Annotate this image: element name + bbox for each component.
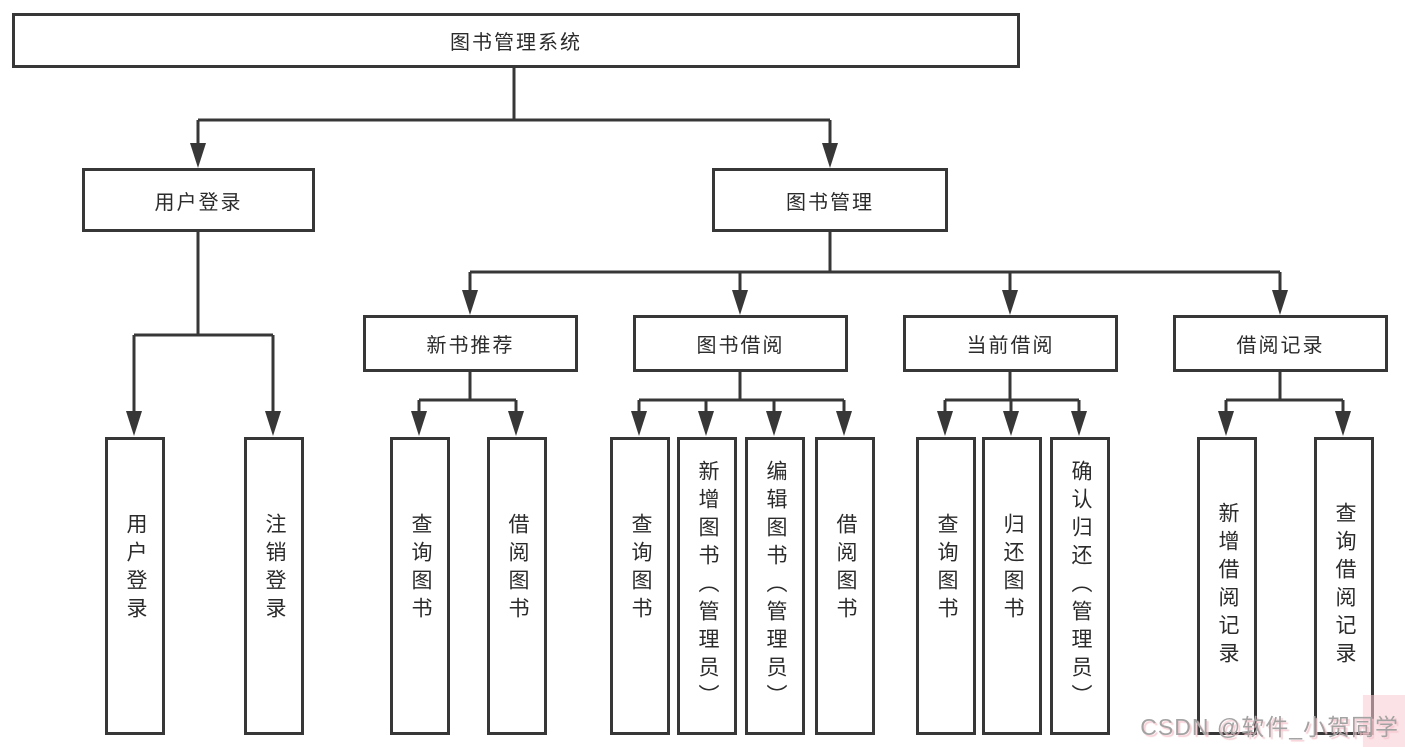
node-root: 图书管理系统 bbox=[12, 13, 1020, 68]
leaf-query-borrow-record-label: 查询借阅记录 bbox=[1333, 502, 1356, 670]
leaf-logout: 注销登录 bbox=[244, 437, 304, 735]
leaf-query-borrow-record: 查询借阅记录 bbox=[1314, 437, 1374, 735]
leaf-add-books-admin: 新增图书（管理员） bbox=[677, 437, 737, 735]
arrowheads bbox=[126, 143, 1351, 436]
leaf-add-borrow-record: 新增借阅记录 bbox=[1197, 437, 1257, 735]
leaf-query-books-current: 查询图书 bbox=[916, 437, 976, 735]
node-current-borrow: 当前借阅 bbox=[903, 315, 1118, 372]
leaf-edit-books-admin-label: 编辑图书（管理员） bbox=[764, 460, 787, 712]
leaf-query-books-current-label: 查询图书 bbox=[935, 513, 958, 625]
leaf-user-login-label: 用户登录 bbox=[124, 513, 147, 625]
leaf-borrow-books-recommend-label: 借阅图书 bbox=[506, 513, 529, 625]
leaf-query-books-borrow: 查询图书 bbox=[610, 437, 670, 735]
leaf-borrow-books-label: 借阅图书 bbox=[834, 513, 857, 625]
leaf-confirm-return-admin: 确认归还（管理员） bbox=[1050, 437, 1110, 735]
node-book-borrow: 图书借阅 bbox=[633, 315, 848, 372]
leaf-add-books-admin-label: 新增图书（管理员） bbox=[696, 460, 719, 712]
leaf-user-login: 用户登录 bbox=[105, 437, 165, 735]
leaf-confirm-return-admin-label: 确认归还（管理员） bbox=[1069, 460, 1092, 712]
node-book-management: 图书管理 bbox=[712, 168, 948, 232]
leaf-return-books: 归还图书 bbox=[982, 437, 1042, 735]
leaf-query-books-borrow-label: 查询图书 bbox=[629, 513, 652, 625]
leaf-query-books-recommend: 查询图书 bbox=[390, 437, 450, 735]
leaf-logout-label: 注销登录 bbox=[263, 513, 286, 625]
node-user-login: 用户登录 bbox=[82, 168, 315, 232]
leaf-borrow-books: 借阅图书 bbox=[815, 437, 875, 735]
leaf-edit-books-admin: 编辑图书（管理员） bbox=[745, 437, 805, 735]
leaf-query-books-recommend-label: 查询图书 bbox=[409, 513, 432, 625]
leaf-return-books-label: 归还图书 bbox=[1001, 513, 1024, 625]
node-borrow-records: 借阅记录 bbox=[1173, 315, 1388, 372]
node-new-book-recommend: 新书推荐 bbox=[363, 315, 578, 372]
leaf-borrow-books-recommend: 借阅图书 bbox=[487, 437, 547, 735]
leaf-add-borrow-record-label: 新增借阅记录 bbox=[1216, 502, 1239, 670]
